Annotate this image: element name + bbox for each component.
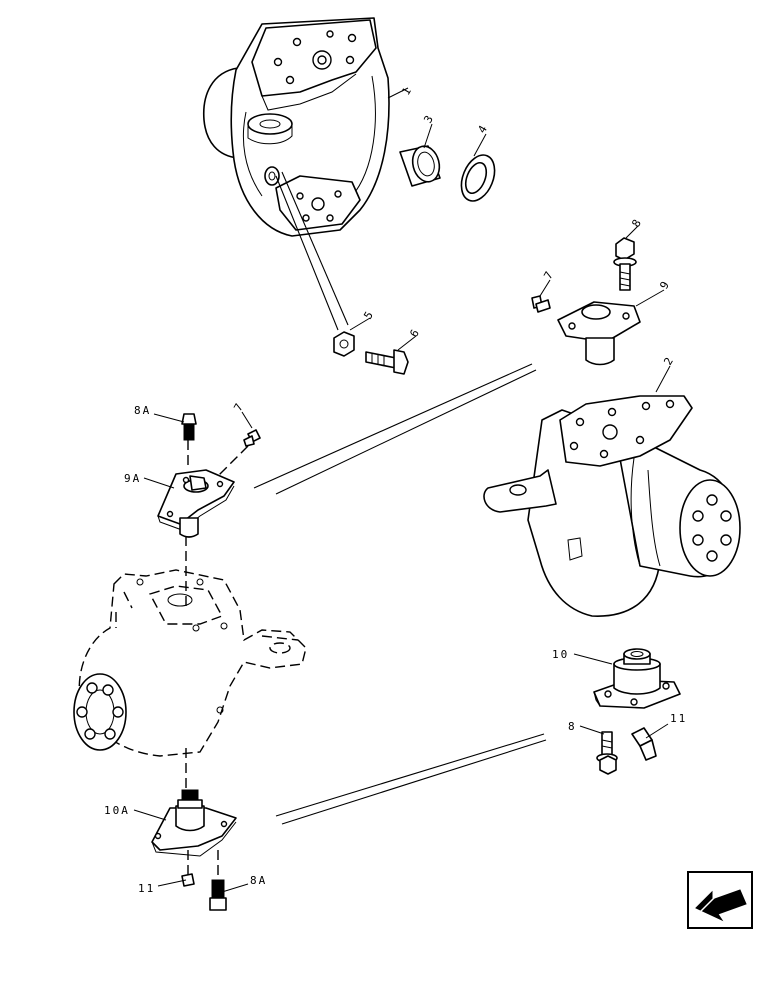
- callout-1: 1: [399, 84, 415, 98]
- hex-nut: [333, 331, 355, 357]
- callout-9: 9: [657, 278, 673, 292]
- bushing: [399, 145, 441, 187]
- callout-11-right: 11: [670, 712, 687, 725]
- connector-upper-1: [253, 363, 533, 489]
- callout-7-upper: 7: [541, 268, 557, 282]
- upper-king-pin-cap: [557, 301, 641, 366]
- grease-fitting-left: [243, 429, 261, 447]
- assembly-line-fitting: [213, 445, 249, 481]
- callout-8-upper: 8: [629, 216, 645, 230]
- callout-11-left: 11: [138, 882, 155, 895]
- next-page-arrow-icon[interactable]: [687, 871, 753, 929]
- callout-6: 6: [407, 326, 423, 340]
- grease-fitting: [531, 295, 551, 313]
- callout-8-lower: 8: [568, 720, 577, 733]
- connector-lower-1: [275, 733, 545, 817]
- seal-ring: [460, 154, 496, 202]
- steering-knuckle-right: [483, 395, 741, 617]
- callout-8a-lower: 8A: [250, 874, 267, 887]
- callout-3: 3: [421, 112, 437, 126]
- callout-10: 10: [552, 648, 569, 661]
- connector-upper-2: [275, 369, 537, 495]
- flange-bolt-lower: [596, 731, 618, 775]
- steering-knuckle-housing: [202, 17, 390, 331]
- callout-4: 4: [475, 122, 491, 136]
- steering-knuckle-left-phantom: [73, 569, 307, 757]
- callout-7-left: 7: [231, 400, 247, 414]
- cap-screw-lower: [209, 879, 227, 911]
- flange-bolt: [613, 237, 637, 291]
- callout-8a-upper: 8A: [134, 404, 151, 417]
- callout-9a: 9A: [124, 472, 141, 485]
- callout-10a: 10A: [104, 804, 130, 817]
- cap-screw-upper: [181, 413, 197, 441]
- angled-grease-fitting: [631, 727, 657, 761]
- bolt: [365, 349, 409, 375]
- upper-king-pin-cap-left: [157, 469, 235, 538]
- lower-king-pin-cap: [593, 648, 681, 709]
- grease-fitting-lower-left: [181, 873, 195, 887]
- callout-5: 5: [361, 308, 377, 322]
- callout-2: 2: [661, 354, 677, 368]
- lower-king-pin-cap-left: [151, 789, 237, 857]
- connector-lower-2: [281, 739, 547, 825]
